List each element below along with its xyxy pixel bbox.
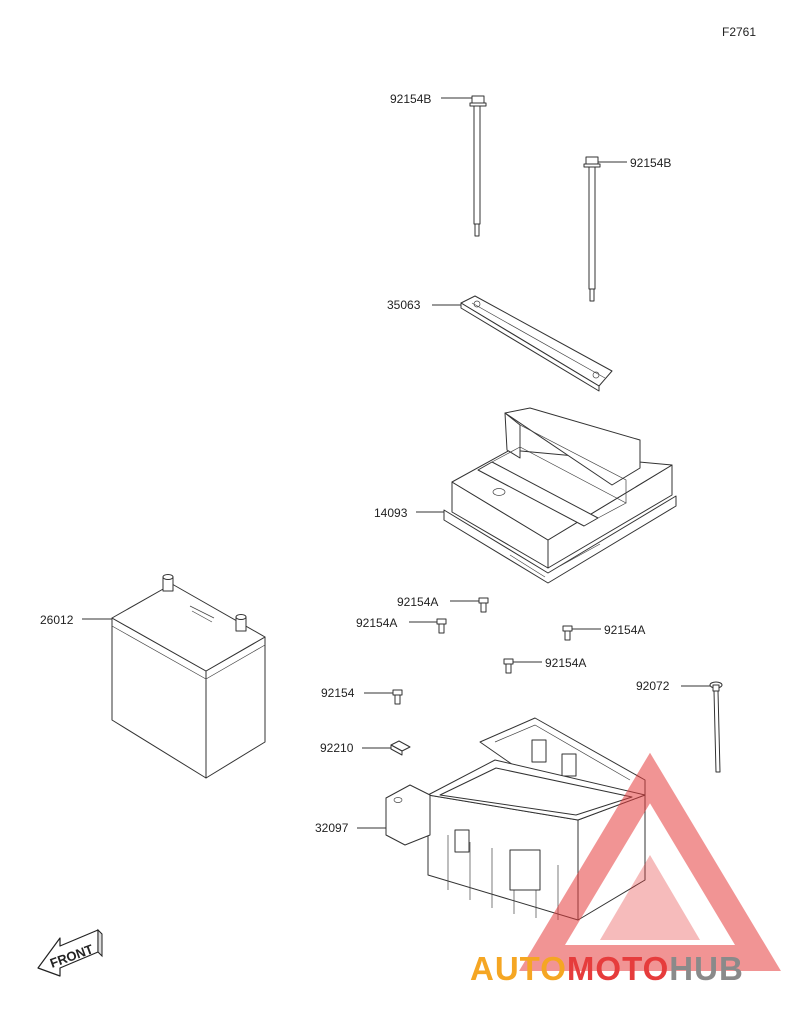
bolt-92154a-4[interactable]: [503, 658, 514, 674]
figure-code: F2761: [722, 25, 756, 39]
long-bolt-top[interactable]: [469, 95, 487, 237]
watermark: AUTOMOTOHUB: [470, 752, 781, 987]
bolt-92154a-3[interactable]: [562, 625, 573, 641]
label-92154: 92154: [321, 686, 355, 700]
label-92154a-1: 92154A: [397, 595, 438, 609]
front-arrow: FRONT: [37, 928, 103, 977]
svg-text:AUTOMOTOHUB: AUTOMOTOHUB: [470, 950, 744, 987]
band-hook[interactable]: [709, 681, 723, 773]
battery-band[interactable]: [460, 295, 613, 392]
long-bolt-right[interactable]: [583, 156, 601, 302]
label-92154a-4: 92154A: [545, 656, 586, 670]
label-35063: 35063: [387, 298, 421, 312]
watermark-part3: HUB: [669, 950, 744, 987]
label-14093: 14093: [374, 506, 408, 520]
label-92154b-top: 92154B: [390, 92, 431, 106]
label-26012: 26012: [40, 613, 74, 627]
watermark-part1: AUTO: [470, 950, 567, 987]
bolt-92154a-2[interactable]: [436, 618, 447, 634]
label-32097: 32097: [315, 821, 349, 835]
bolt-92154[interactable]: [392, 689, 403, 705]
watermark-triangle-icon: [519, 752, 781, 971]
label-92154b-right: 92154B: [630, 156, 671, 170]
battery[interactable]: [111, 574, 266, 779]
battery-cover[interactable]: [443, 407, 677, 584]
label-92154a-3: 92154A: [604, 623, 645, 637]
label-92210: 92210: [320, 741, 354, 755]
label-92072: 92072: [636, 679, 670, 693]
label-92154a-2: 92154A: [356, 616, 397, 630]
watermark-part2: MOTO: [567, 950, 669, 987]
battery-case[interactable]: [385, 717, 646, 921]
clip[interactable]: [390, 740, 411, 756]
bolt-92154a-1[interactable]: [478, 597, 489, 613]
